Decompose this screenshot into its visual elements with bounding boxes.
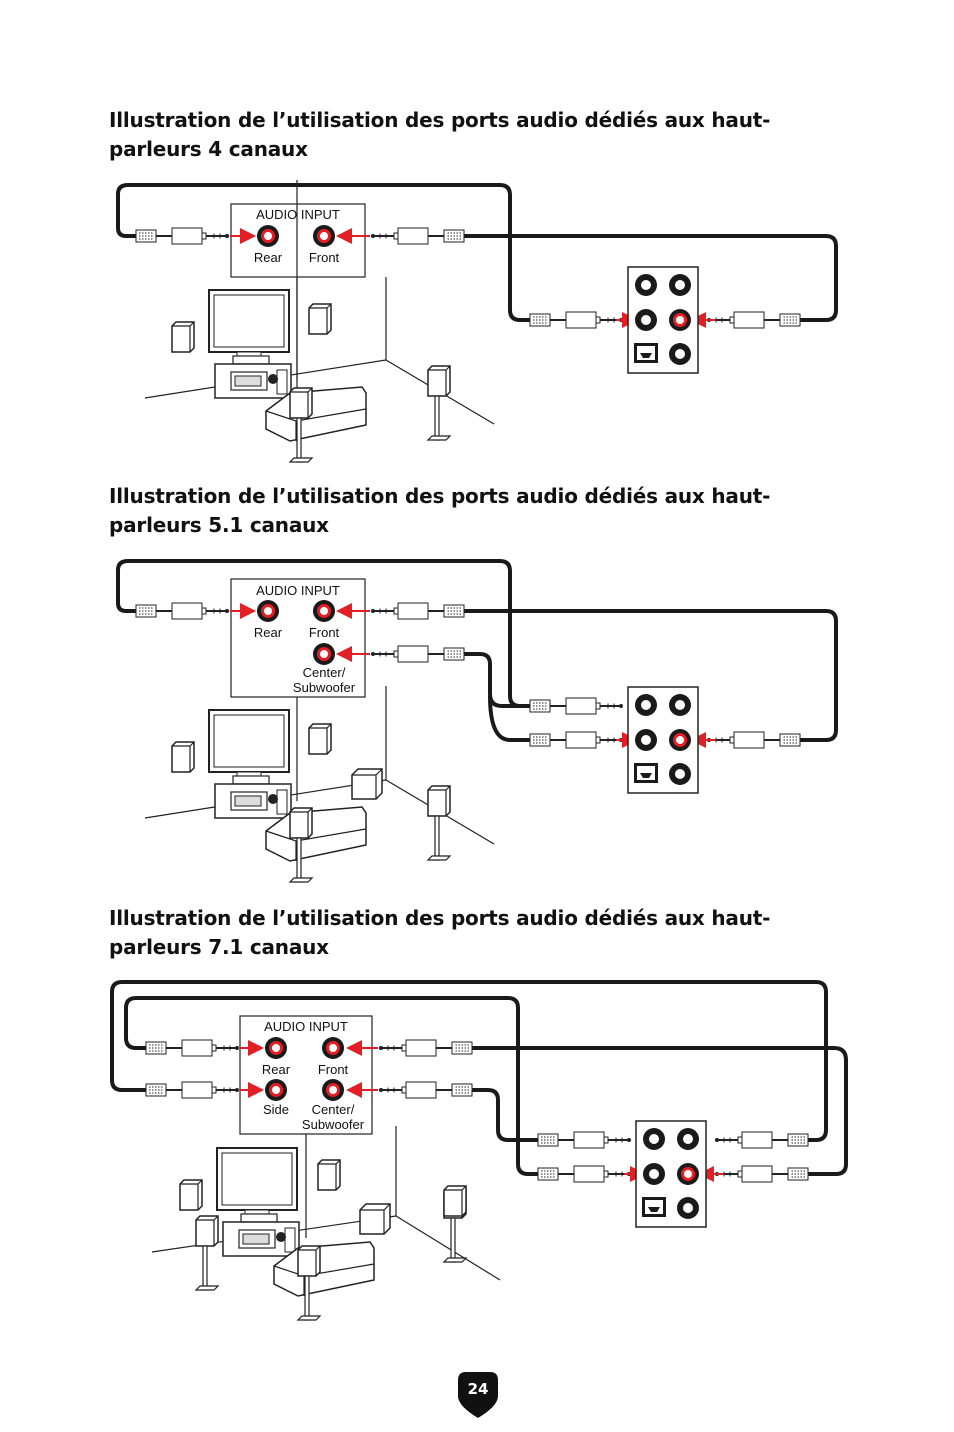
audio-input-header: AUDIO INPUT: [256, 583, 340, 598]
speaker-front-right-icon: [308, 723, 332, 755]
speaker-side-left-icon: [195, 1215, 219, 1291]
plug-panel-upper-left-icon: [537, 1131, 632, 1149]
plug-center-icon: [371, 646, 464, 662]
speaker-front-left-icon: [171, 321, 195, 353]
plug-rear-icon: [145, 1039, 240, 1057]
badge-shape-icon: [458, 1372, 498, 1418]
section-title-51ch: Illustration de l’utilisation des ports …: [109, 484, 771, 537]
speaker-rear-right-icon: [427, 365, 451, 441]
port-label-side: Side: [263, 1102, 289, 1117]
rear-jack-icon: [257, 600, 279, 622]
plug-side-icon: [145, 1081, 240, 1099]
rear-io-panel: [635, 1120, 707, 1228]
section-title-4ch: Illustration de l’utilisation des ports …: [109, 108, 771, 161]
diagram-4ch: AUDIO INPUT Rear Front: [116, 180, 838, 463]
plug-panel-upper-icon: [529, 697, 624, 715]
port-label-rear: Rear: [254, 250, 283, 265]
plug-front-icon: [371, 603, 464, 619]
side-jack-icon: [265, 1079, 287, 1101]
diagram-71ch: AUDIO INPUT Rear Front Side Center/ Subw…: [110, 980, 848, 1321]
speaker-side-right-top-icon: [443, 1185, 467, 1217]
plug-front-icon: [379, 1040, 472, 1056]
speaker-front-left-icon: [171, 741, 195, 773]
rear-io-panel: [627, 686, 699, 794]
port-label-center: Center/: [312, 1102, 355, 1117]
plug-center-icon: [379, 1082, 472, 1098]
rear-io-panel: [627, 266, 699, 374]
plug-panel-lower-left-icon: [537, 1165, 632, 1183]
diagram-51ch: AUDIO INPUT Rear Front Center/ Subwoofer: [116, 559, 838, 883]
port-label-center: Center/: [303, 665, 346, 680]
port-label-front: Front: [309, 625, 340, 640]
center-jack-icon: [322, 1079, 344, 1101]
page-number-badge: 24: [458, 1372, 498, 1418]
tv-icon: [208, 709, 292, 819]
port-label-front: Front: [318, 1062, 349, 1077]
tv-icon: [208, 289, 292, 399]
plug-panel-left-icon: [529, 311, 624, 329]
port-label-front: Front: [309, 250, 340, 265]
plug-panel-upper-right-icon: [715, 1132, 808, 1148]
page-number: 24: [467, 1380, 489, 1398]
plug-panel-lower-right-icon: [715, 1166, 808, 1182]
rear-jack-icon: [265, 1037, 287, 1059]
audio-input-header: AUDIO INPUT: [264, 1019, 348, 1034]
plug-front-icon: [371, 228, 464, 244]
audio-input-box: [230, 578, 366, 698]
audio-input-header: AUDIO INPUT: [256, 207, 340, 222]
port-label-rear: Rear: [254, 625, 283, 640]
speaker-front-left-icon: [179, 1179, 203, 1211]
front-jack-icon: [313, 600, 335, 622]
speaker-front-right-icon: [317, 1159, 341, 1191]
rear-jack-icon: [257, 225, 279, 247]
port-label-subwoofer: Subwoofer: [302, 1117, 365, 1132]
plug-panel-right-icon: [707, 732, 800, 748]
center-jack-icon: [313, 643, 335, 665]
tv-icon: [216, 1147, 300, 1257]
plug-panel-lower-icon: [529, 731, 624, 749]
speaker-rear-right-icon: [427, 785, 451, 861]
port-label-rear: Rear: [262, 1062, 291, 1077]
audio-input-box: [239, 1015, 373, 1135]
section-title-71ch: Illustration de l’utilisation des ports …: [109, 906, 771, 959]
speaker-front-right-icon: [308, 303, 332, 335]
port-label-subwoofer: Subwoofer: [293, 680, 356, 695]
subwoofer-icon: [359, 1203, 391, 1235]
subwoofer-icon: [351, 768, 383, 800]
plug-rear-icon: [135, 227, 230, 245]
front-jack-icon: [322, 1037, 344, 1059]
front-jack-icon: [313, 225, 335, 247]
plug-rear-icon: [135, 602, 230, 620]
plug-panel-right-icon: [707, 312, 800, 328]
